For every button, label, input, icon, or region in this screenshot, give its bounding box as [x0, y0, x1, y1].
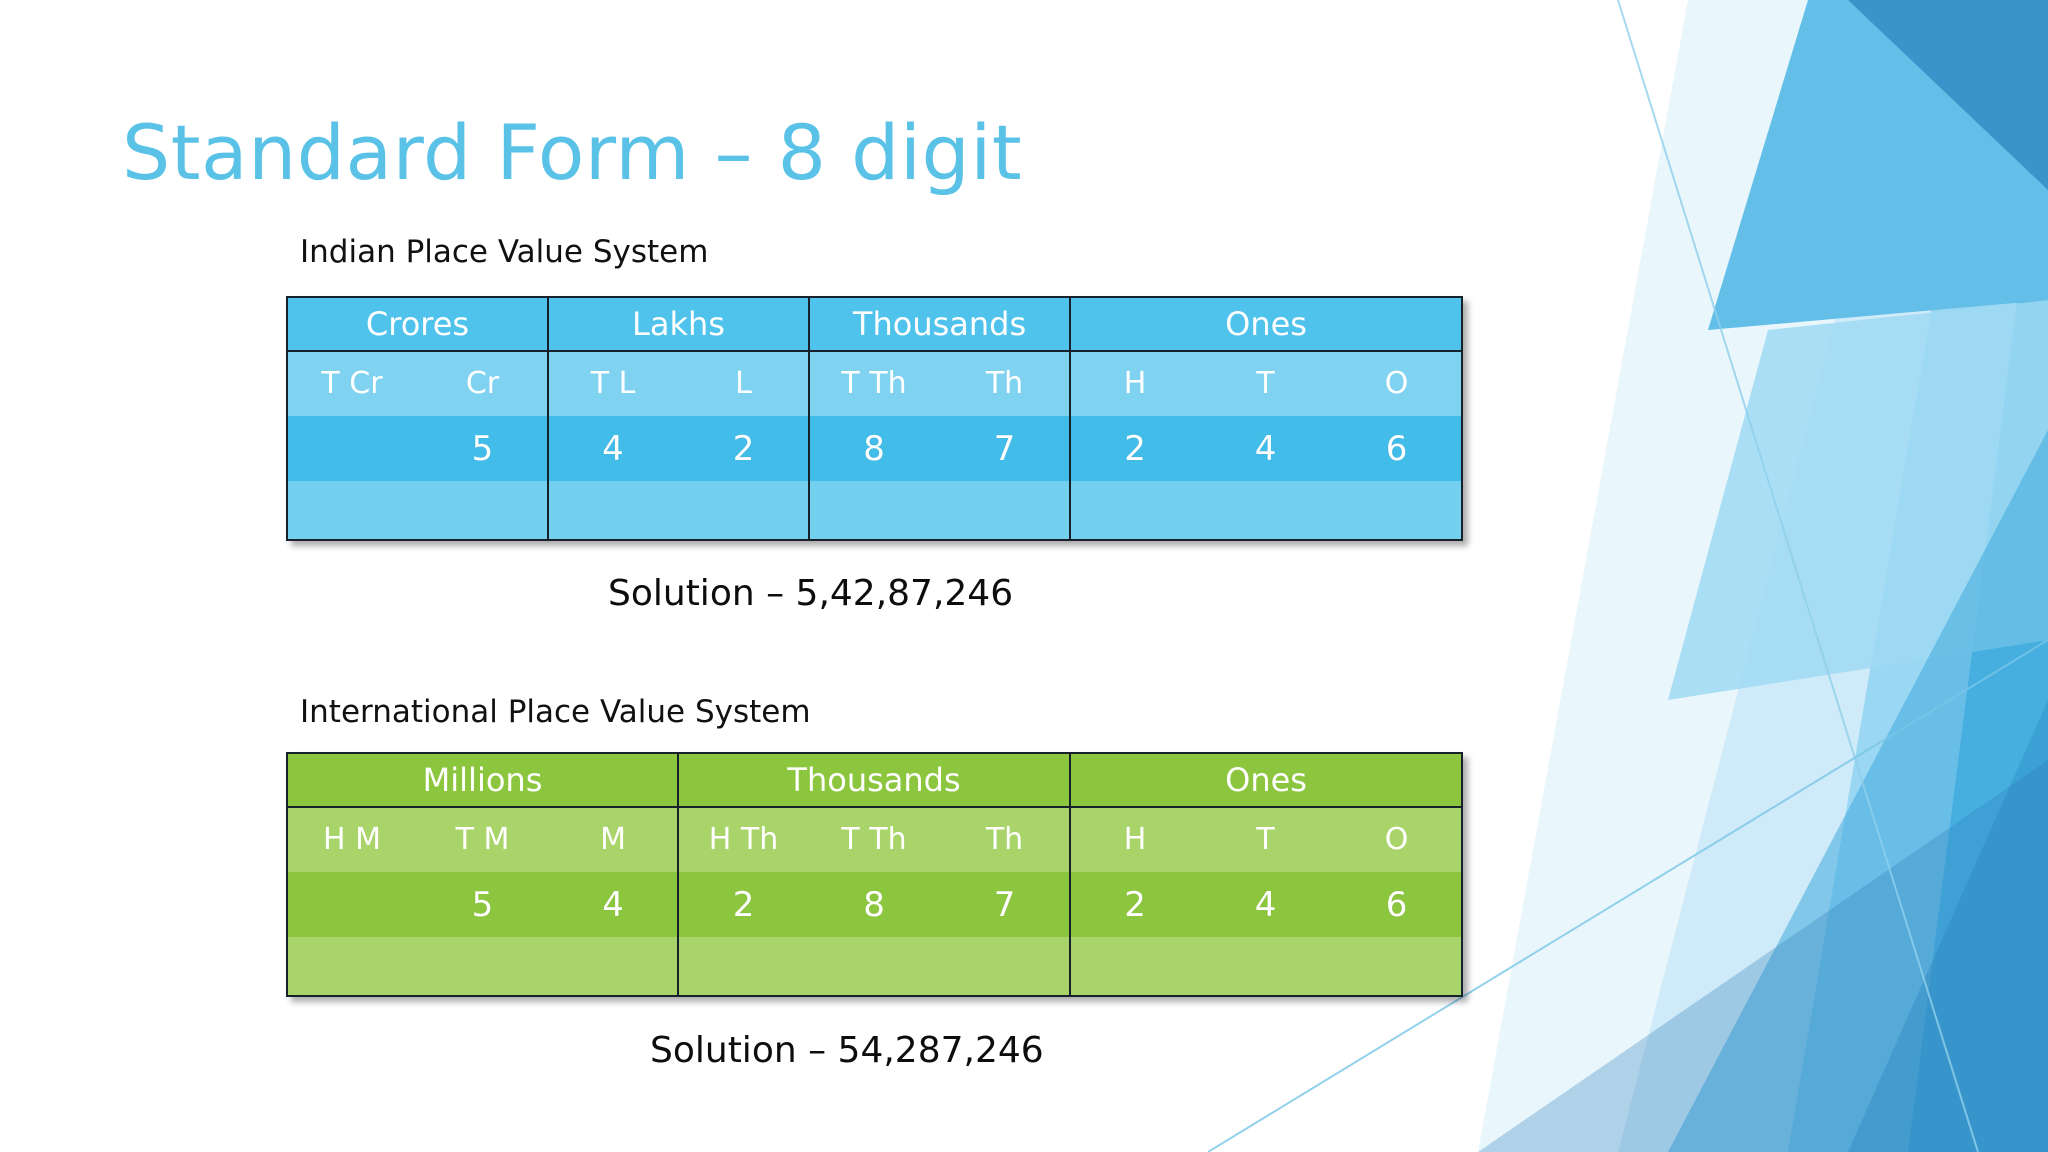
indian-group-thousands: Thousands: [808, 296, 1072, 352]
international-group-thousands: Thousands: [677, 752, 1072, 808]
international-blank-8: [1200, 937, 1332, 997]
indian-col-cr: Cr: [417, 351, 549, 416]
indian-col-o: O: [1331, 351, 1464, 416]
international-blank-row: [286, 937, 1464, 997]
indian-digit-t: 4: [1200, 416, 1332, 481]
indian-blank-7: [1069, 481, 1201, 541]
indian-col-tcr: T Cr: [286, 351, 417, 416]
international-blank-4: [677, 937, 810, 997]
international-col-hth: H Th: [677, 807, 810, 872]
indian-column-header-row: T Cr Cr T L L T Th Th H T O: [286, 351, 1464, 416]
international-digit-th: 7: [939, 872, 1072, 937]
international-col-tm: T M: [417, 807, 548, 872]
international-col-o: O: [1331, 807, 1464, 872]
international-col-tth: T Th: [809, 807, 940, 872]
indian-digit-th: 7: [939, 416, 1072, 481]
international-digit-tth: 8: [809, 872, 940, 937]
indian-group-ones: Ones: [1069, 296, 1464, 352]
indian-digit-tl: 4: [547, 416, 678, 481]
indian-col-l: L: [678, 351, 811, 416]
international-digit-o: 6: [1331, 872, 1464, 937]
international-blank-6: [939, 937, 1072, 997]
indian-digit-l: 2: [678, 416, 811, 481]
international-group-ones: Ones: [1069, 752, 1464, 808]
international-col-th: Th: [939, 807, 1072, 872]
indian-digit-cr: 5: [417, 416, 549, 481]
international-column-header-row: H M T M M H Th T Th Th H T O: [286, 807, 1464, 872]
indian-col-th: Th: [939, 351, 1072, 416]
international-digit-h: 2: [1069, 872, 1201, 937]
indian-digit-tth: 8: [808, 416, 940, 481]
indian-blank-row: [286, 481, 1464, 541]
indian-place-value-table: Crores Lakhs Thousands Ones T Cr Cr T L …: [286, 296, 1464, 541]
indian-group-lakhs: Lakhs: [546, 296, 811, 352]
indian-blank-1: [286, 481, 417, 541]
indian-group-header-row: Crores Lakhs Thousands Ones: [286, 296, 1464, 352]
international-digit-tm: 5: [417, 872, 548, 937]
international-digit-m: 4: [548, 872, 680, 937]
international-digit-hth: 2: [677, 872, 810, 937]
indian-blank-5: [808, 481, 940, 541]
indian-blank-9: [1331, 481, 1464, 541]
indian-blank-2: [417, 481, 549, 541]
international-col-hm: H M: [286, 807, 417, 872]
international-group-millions: Millions: [285, 752, 680, 808]
international-solution-text: Solution – 54,287,246: [650, 1030, 1044, 1071]
indian-solution-text: Solution – 5,42,87,246: [608, 573, 1014, 614]
indian-digit-tcr: [286, 416, 417, 481]
indian-digit-h: 2: [1069, 416, 1201, 481]
indian-col-tl: T L: [547, 351, 678, 416]
indian-blank-4: [678, 481, 811, 541]
indian-blank-6: [939, 481, 1072, 541]
international-place-value-table: Millions Thousands Ones H M T M M H Th T…: [285, 752, 1464, 997]
indian-col-tth: T Th: [808, 351, 940, 416]
international-digit-t: 4: [1200, 872, 1332, 937]
international-col-h: H: [1069, 807, 1201, 872]
international-blank-2: [417, 937, 548, 997]
indian-group-crores: Crores: [286, 296, 549, 352]
indian-system-caption: Indian Place Value System: [300, 234, 709, 270]
indian-digit-row: 5 4 2 8 7 2 4 6: [286, 416, 1464, 481]
indian-digit-o: 6: [1331, 416, 1464, 481]
slide-title: Standard Form – 8 digit: [122, 108, 1023, 197]
international-digit-row: 5 4 2 8 7 2 4 6: [286, 872, 1464, 937]
international-col-t: T: [1200, 807, 1332, 872]
indian-blank-3: [547, 481, 678, 541]
international-blank-3: [548, 937, 680, 997]
international-blank-7: [1069, 937, 1201, 997]
international-col-m: M: [548, 807, 680, 872]
indian-blank-8: [1200, 481, 1332, 541]
international-group-header-row: Millions Thousands Ones: [285, 752, 1464, 808]
international-blank-5: [809, 937, 940, 997]
indian-col-h: H: [1069, 351, 1201, 416]
international-blank-1: [286, 937, 417, 997]
international-digit-hm: [286, 872, 417, 937]
international-system-caption: International Place Value System: [300, 694, 811, 730]
indian-col-t: T: [1200, 351, 1332, 416]
international-blank-9: [1331, 937, 1464, 997]
